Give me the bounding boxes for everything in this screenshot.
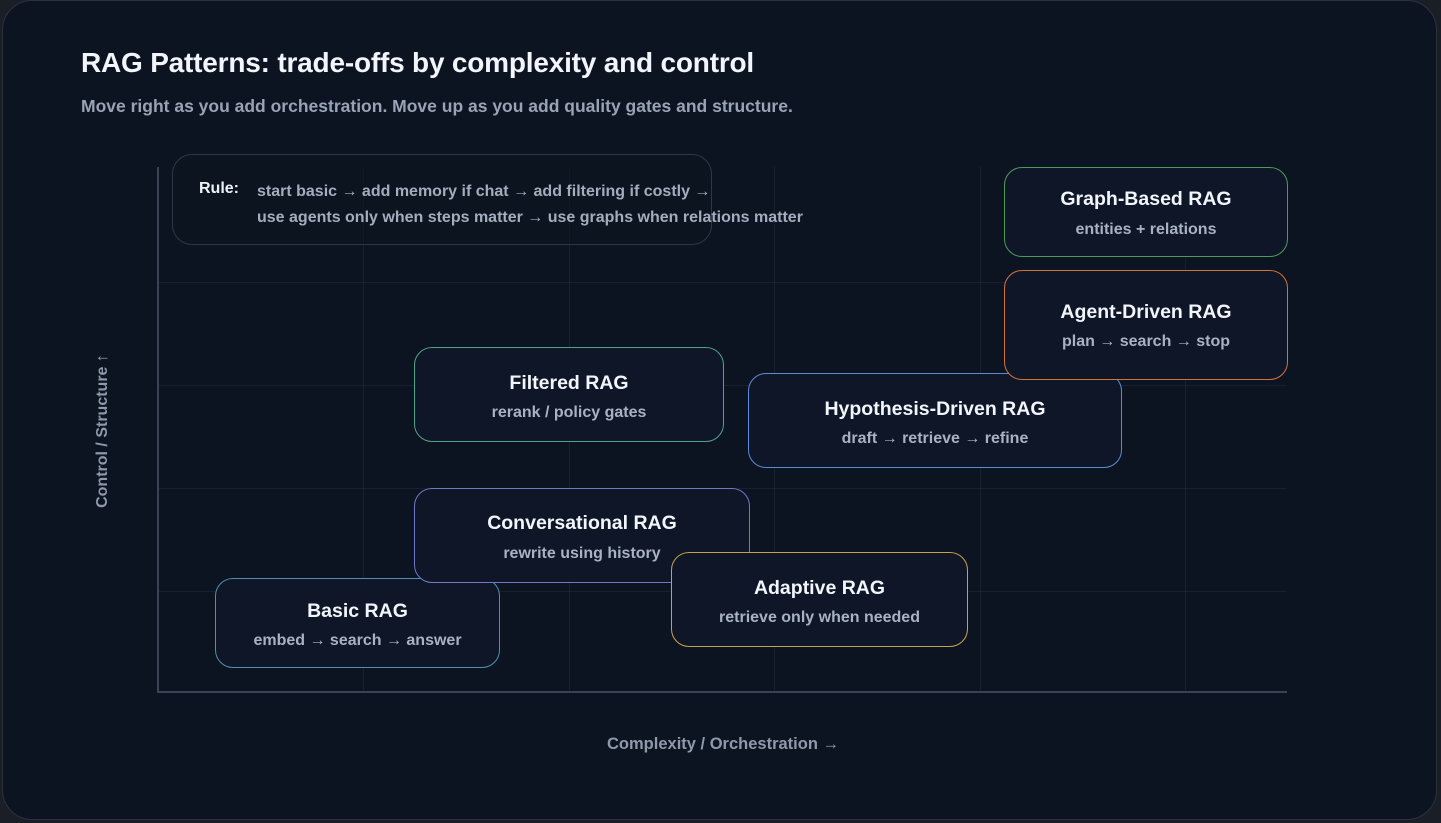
node-subtitle: plan → search → stop: [1061, 333, 1231, 350]
page-subtitle: Move right as you add orchestration. Mov…: [81, 96, 793, 116]
rule-line-1: start basic → add memory if chat → add f…: [257, 183, 711, 200]
grid-line-vertical: [363, 167, 364, 693]
rule-label: Rule:: [199, 180, 239, 197]
node-subtitle: embed → search → answer: [253, 632, 462, 649]
node-subtitle: retrieve only when needed: [719, 609, 920, 626]
node-filtered-rag: Filtered RAG rerank / policy gates: [414, 347, 724, 442]
node-agent-driven-rag: Agent-Driven RAG plan → search → stop: [1004, 270, 1288, 380]
node-subtitle: rerank / policy gates: [491, 404, 647, 421]
node-title: Filtered RAG: [509, 372, 629, 394]
node-subtitle: entities + relations: [1075, 221, 1217, 238]
rule-text: start basic → add memory if chat → add f…: [257, 179, 803, 231]
y-axis-label: Control / Structure ↑: [94, 354, 111, 508]
y-axis-line: [157, 167, 159, 693]
node-title: Basic RAG: [307, 600, 408, 622]
x-axis-line: [157, 691, 1287, 693]
node-title: Graph-Based RAG: [1060, 188, 1232, 210]
node-subtitle: draft → retrieve → refine: [841, 430, 1029, 447]
page-title: RAG Patterns: trade-offs by complexity a…: [81, 47, 754, 78]
node-graph-based-rag: Graph-Based RAG entities + relations: [1004, 167, 1288, 257]
x-axis-label: Complexity / Orchestration →: [607, 735, 839, 753]
node-title: Agent-Driven RAG: [1060, 301, 1232, 323]
node-title: Hypothesis-Driven RAG: [824, 398, 1046, 420]
rule-callout: Rule: start basic → add memory if chat →…: [172, 154, 803, 245]
node-title: Adaptive RAG: [753, 577, 886, 599]
node-adaptive-rag: Adaptive RAG retrieve only when needed: [671, 552, 968, 647]
rule-line-2: use agents only when steps matter → use …: [257, 209, 803, 226]
node-hypothesis-driven-rag: Hypothesis-Driven RAG draft → retrieve →…: [748, 373, 1122, 468]
node-subtitle: rewrite using history: [503, 545, 661, 562]
grid-line-horizontal: [157, 282, 1287, 283]
grid-line-vertical: [1185, 167, 1186, 693]
node-basic-rag: Basic RAG embed → search → answer: [215, 578, 500, 668]
node-title: Conversational RAG: [487, 512, 677, 534]
